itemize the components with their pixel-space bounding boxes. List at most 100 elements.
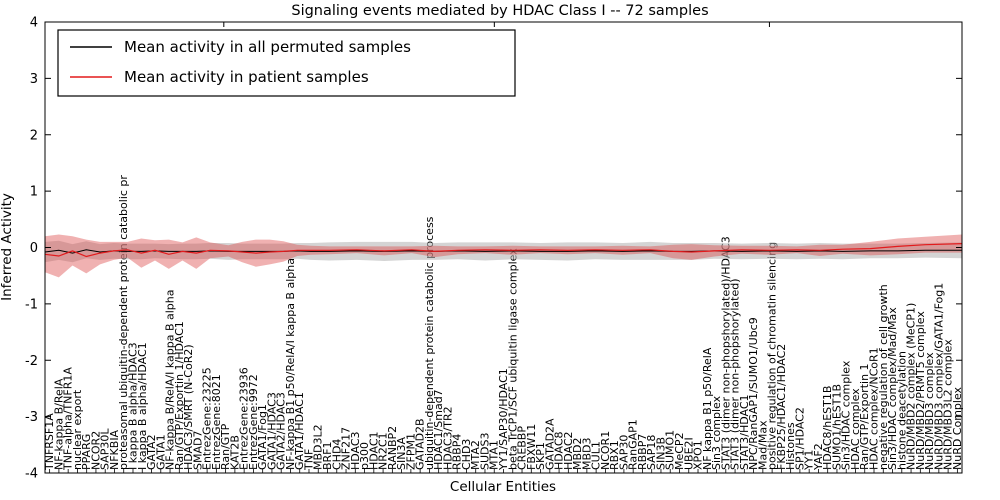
x-tick-label: ubiquitin-dependent protein catabolic pr… — [423, 216, 436, 470]
x-tick-label: MTA1 — [488, 440, 501, 470]
x-tick-label: Ran/GTP/Exportin 1/HDAC1 — [173, 321, 186, 470]
x-tick-label: SIN3B — [654, 437, 667, 470]
legend: Mean activity in all permuted samples Me… — [57, 29, 516, 97]
x-tick-label: NFKBIA — [108, 429, 121, 470]
x-tick-label: RANBP2 — [386, 426, 399, 470]
x-tick-label: EntrezGene:8021 — [210, 374, 223, 470]
x-tick-label: HDAC1/Smad7 — [432, 389, 445, 470]
x-tick-label: CUL1 — [590, 441, 603, 470]
chart-title: Signaling events mediated by HDAC Class … — [291, 3, 708, 19]
x-tick-label: HDAC3/TR2 — [441, 406, 454, 470]
x-tick-label: Ran/GTP/Exportin 1 — [858, 363, 871, 470]
x-tick-label: NF kappa B1 p50/RelA — [701, 347, 714, 470]
x-tick-label: I kappa B alpha/HDAC1 — [136, 342, 149, 470]
x-tick-label: SKP1 — [534, 442, 547, 470]
y-tick-label: 1 — [30, 185, 38, 200]
x-tick-label: NCOR1 — [599, 431, 612, 470]
x-tick-label: UBE2I — [682, 437, 695, 470]
x-tick-label: NF-kappa B1 p50/RelA/I kappa B alpha — [284, 258, 297, 470]
x-tick-label: positive regulation of chromatin silenci… — [766, 242, 779, 470]
x-tick-label: MTA2 — [469, 440, 482, 470]
x-tick-label: SMAD7 — [191, 431, 204, 470]
x-tick-label: XPO1 — [692, 440, 705, 470]
x-tick-label: GATAD2A — [543, 418, 556, 470]
x-tick-label: MBD3L2 — [312, 424, 325, 470]
x-tick-label: MBD2 — [571, 437, 584, 470]
x-tick-label: ZNF217 — [340, 427, 353, 470]
x-tick-label: SIN3A — [395, 437, 408, 470]
patient-band — [45, 234, 962, 278]
plot-border — [44, 21, 963, 474]
legend-box — [57, 29, 516, 97]
x-tick-label: NF-kappa B/RelA — [52, 378, 65, 470]
x-tick-label: nuclear export — [71, 389, 84, 470]
x-tick-label: Sin3/HDAC complex/Mad/Max — [886, 307, 899, 470]
x-tick-label: BRF1 — [321, 441, 334, 470]
x-tick-label: Ran/GTP — [219, 423, 232, 470]
x-tick-label: Sin3 complex — [710, 395, 723, 470]
x-tick-label: STAT3/HDAC1 — [738, 394, 751, 470]
x-tick-label: GATA1 — [154, 434, 167, 470]
x-tick-label: NuRD Complex — [951, 386, 964, 470]
x-tick-label: SUMO1/hEST1B — [830, 384, 843, 470]
x-tick-label: YAF2 — [812, 443, 825, 471]
x-tick-label: TNF — [302, 449, 315, 471]
x-tick-label: Sin3/HDAC complex — [840, 360, 853, 470]
x-tick-label: TNF-alpha/TNFR1A — [62, 367, 75, 471]
x-tick-label: NuRD/MBD3 complex/GATA1/Fog1 — [932, 283, 945, 470]
x-tick-label: HDAC2 — [562, 431, 575, 470]
x-tick-label: Mad/Max — [756, 420, 769, 470]
patient-mean-line — [44, 243, 963, 258]
x-tick-label: HDAC8 — [553, 431, 566, 470]
x-tick-label: negative regulation of cell growth — [877, 284, 890, 470]
x-tick-label: NuRD/MBD3L2 complex — [942, 339, 955, 470]
x-tick-label: SUMO1 — [664, 430, 677, 470]
x-tick-label: GATA2 — [145, 434, 158, 470]
x-tick-label: NCOR2 — [89, 431, 102, 470]
y-tick-label: 2 — [30, 128, 38, 143]
x-tick-label: NuRD/MBD3 complex — [923, 352, 936, 470]
x-tick-label: SP1/HDAC2 — [793, 407, 806, 470]
x-tick-label: histone deacetylation — [895, 351, 908, 470]
x-tick-label: HDAC3 — [349, 431, 362, 470]
x-tick-label: NF-kappa B/RelA/I kappa B alpha — [164, 290, 177, 471]
x-tick-label: NR2C1 — [377, 432, 390, 470]
x-tick-label: GATAD2B — [414, 418, 427, 470]
x-tick-label: I kappa B alpha/HDAC3 — [126, 342, 139, 470]
x-axis-title: Cellular Entities — [450, 479, 556, 495]
x-tick-label: CHD3 — [460, 439, 473, 470]
x-tick-label: YY1 — [803, 450, 816, 471]
y-tick-label: -4 — [25, 467, 38, 482]
x-tick-label: GATA1/HDAC3 — [265, 392, 278, 470]
x-tick-label: EntrezGene:9972 — [247, 374, 260, 470]
x-tick-label: RBBP7 — [636, 434, 649, 470]
x-tick-label: MeCP2 — [673, 432, 686, 470]
y-tick-label: 3 — [30, 72, 38, 87]
x-tick-label: HDAC complex — [849, 388, 862, 470]
x-tick-label: FBXW11 — [525, 424, 538, 470]
x-tick-label: ZFPM1 — [404, 433, 417, 470]
y-tick-label: 0 — [30, 241, 38, 256]
x-tick-label: MBD3 — [580, 437, 593, 470]
x-tick-label: SAP30L — [99, 428, 112, 470]
x-tick-label: GATA1/HDAC1 — [293, 392, 306, 470]
x-tick-label: EntrezGene:23936 — [238, 367, 251, 470]
x-tick-label: HDAC8/hEST1B — [821, 386, 834, 470]
x-tick-label: TNFRSF1A — [43, 413, 56, 471]
legend-label-patient: Mean activity in patient samples — [124, 68, 369, 86]
legend-label-permuted: Mean activity in all permuted samples — [124, 38, 411, 56]
x-tick-label: HDAC complex/NCoR1 — [868, 347, 881, 470]
x-tick-label: CREBBP — [516, 426, 529, 470]
x-tick-label: NuRD/MBD2/PRMT5 complex — [914, 311, 927, 470]
y-axis-title: Inferred Activity — [0, 193, 15, 301]
x-tick-label: p300 — [358, 442, 371, 470]
x-tick-label: KAT2B — [228, 435, 241, 470]
y-tick-label: 4 — [30, 16, 38, 31]
x-tick-label: SUDS3 — [478, 433, 491, 470]
y-tick-label: -3 — [25, 410, 38, 425]
x-tick-label: beta TrCP1/SCF ubiquitin ligase complex — [506, 248, 519, 470]
